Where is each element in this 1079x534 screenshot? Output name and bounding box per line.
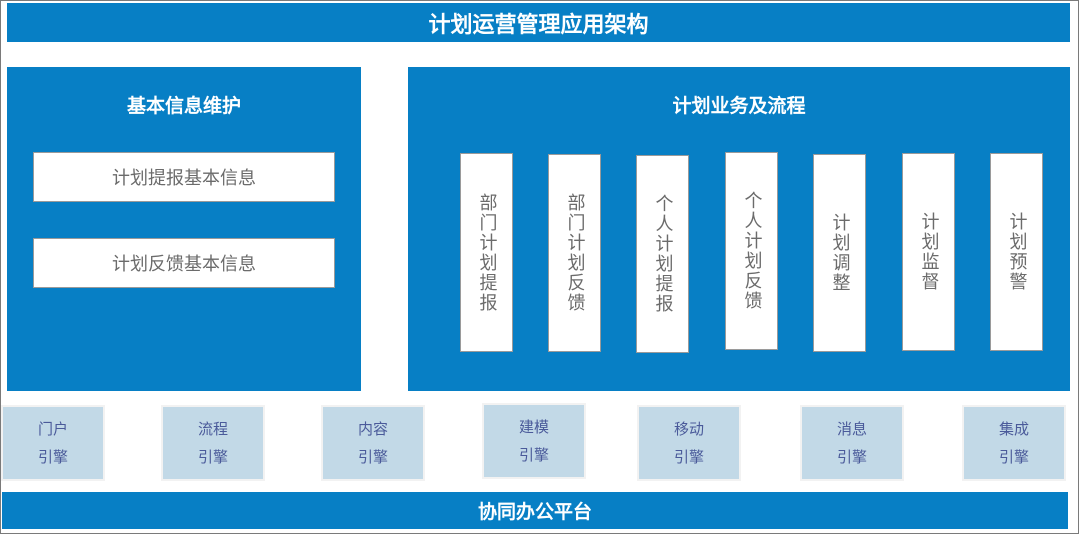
engine-mobile[interactable]: 移动 引擎 — [637, 405, 741, 481]
engine-message[interactable]: 消息 引擎 — [800, 405, 904, 481]
info-box-label: 计划提报基本信息 — [112, 168, 256, 189]
engine-content[interactable]: 内容 引擎 — [321, 405, 425, 481]
business-process-panel-title: 计划业务及流程 — [672, 95, 806, 117]
engine-integration[interactable]: 集成 引擎 — [962, 405, 1066, 481]
engine-suffix: 引擎 — [518, 446, 549, 464]
engine-modeling[interactable]: 建模 引擎 — [482, 403, 586, 479]
collaboration-platform-label: 协同办公平台 — [477, 501, 592, 523]
process-label: 个人计划反馈 — [741, 191, 763, 311]
engine-suffix: 引擎 — [357, 448, 388, 466]
engine-name: 流程 — [197, 420, 228, 438]
engine-suffix: 引擎 — [37, 448, 68, 466]
diagram-title: 计划运营管理应用架构 — [428, 12, 649, 38]
process-label: 计划监督 — [918, 212, 940, 292]
business-process-panel: 计划业务及流程 部门计划提报 部门计划反馈 个人计划提报 个人计划反馈 计划调整… — [408, 67, 1070, 391]
engine-name: 门户 — [37, 420, 68, 438]
engine-name: 移动 — [673, 420, 704, 438]
engine-name: 消息 — [836, 420, 867, 438]
process-label: 部门计划提报 — [476, 192, 498, 313]
process-dept-plan-feedback[interactable]: 部门计划反馈 — [548, 154, 601, 352]
info-box-plan-feedback[interactable]: 计划反馈基本信息 — [33, 238, 335, 288]
engine-portal[interactable]: 门户 引擎 — [1, 405, 105, 481]
engine-suffix: 引擎 — [998, 448, 1029, 466]
engine-suffix: 引擎 — [673, 448, 704, 466]
process-personal-plan-report[interactable]: 个人计划提报 — [636, 155, 689, 353]
process-label: 部门计划反馈 — [564, 193, 586, 313]
basic-info-panel: 基本信息维护 计划提报基本信息 计划反馈基本信息 — [7, 67, 361, 391]
process-dept-plan-report[interactable]: 部门计划提报 — [460, 153, 513, 352]
info-box-plan-report[interactable]: 计划提报基本信息 — [33, 152, 335, 202]
engine-workflow[interactable]: 流程 引擎 — [161, 405, 265, 481]
engine-suffix: 引擎 — [836, 448, 867, 466]
engine-name: 集成 — [998, 420, 1029, 438]
process-label: 计划调整 — [829, 213, 851, 293]
info-box-label: 计划反馈基本信息 — [112, 254, 256, 275]
process-personal-plan-feedback[interactable]: 个人计划反馈 — [725, 152, 778, 350]
diagram-title-bar: 计划运营管理应用架构 — [7, 3, 1070, 42]
engine-name: 内容 — [357, 420, 388, 438]
process-plan-adjust[interactable]: 计划调整 — [813, 154, 866, 352]
process-label: 个人计划提报 — [652, 194, 674, 314]
engine-suffix: 引擎 — [197, 448, 228, 466]
engine-name: 建模 — [518, 418, 549, 436]
process-plan-warning[interactable]: 计划预警 — [990, 153, 1043, 351]
process-label: 计划预警 — [1006, 212, 1028, 292]
process-plan-supervise[interactable]: 计划监督 — [902, 153, 955, 351]
collaboration-platform-bar: 协同办公平台 — [2, 492, 1068, 529]
basic-info-panel-title: 基本信息维护 — [126, 95, 241, 117]
